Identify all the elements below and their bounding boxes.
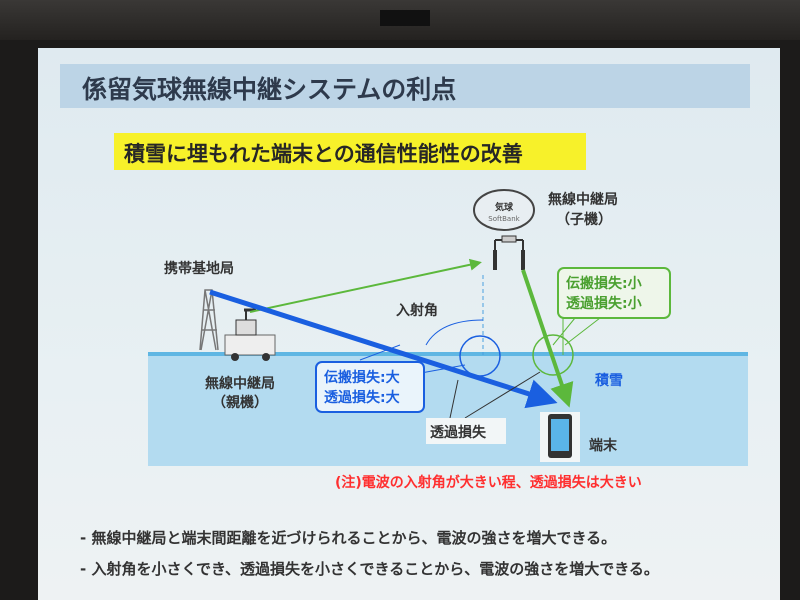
svg-text:透過損失:大: 透過損失:大: [324, 389, 400, 406]
base-station-label: 携帯基地局: [164, 260, 234, 277]
title-bar: [60, 64, 750, 108]
green-loss-callout: 伝搬損失:小 透過損失:小: [552, 267, 671, 346]
bullet-1: - 無線中継局と端末間距離を近づけられることから、電波の強さを増大できる。: [80, 529, 617, 547]
terminal-label: 端末: [589, 437, 618, 454]
angle-arc: [425, 319, 484, 346]
relay-truck-icon: [224, 308, 276, 361]
relay-child-label: 無線中継局: [548, 191, 618, 208]
blue-loss-circle: [459, 335, 501, 377]
slide-subtitle: 積雪に埋もれた端末との通信性能性の改善: [124, 142, 523, 166]
bullet-2: - 入射角を小さくでき、透過損失を小さくできることから、電波の強さを増大できる。: [80, 560, 659, 578]
svg-text:（親機）: （親機）: [212, 394, 268, 411]
svg-text:伝搬損失:小: 伝搬損失:小: [566, 275, 642, 292]
subtitle-highlight: [114, 133, 586, 170]
snow-layer: [148, 352, 748, 466]
balloon-to-terminal-ray: [521, 269, 574, 408]
projector-mount: [380, 10, 430, 26]
incidence-angle-label: 入射角: [396, 302, 438, 319]
parent-to-balloon-ray: [249, 258, 482, 313]
transmission-loss-label: 透過損失: [430, 424, 487, 441]
svg-text:透過損失:小: 透過損失:小: [566, 295, 642, 312]
snow-label: 積雪: [594, 372, 623, 389]
balloon-icon: 気球 SoftBank: [473, 189, 535, 270]
svg-text:気球: 気球: [495, 201, 514, 213]
smartphone-icon: [540, 412, 580, 462]
green-loss-circle: [532, 334, 574, 376]
loss-pointer: [449, 371, 541, 419]
note-text: (注)電波の入射角が大きい程、透過損失は大きい: [335, 475, 642, 491]
blue-loss-callout: 伝搬損失:大 透過損失:大: [315, 344, 466, 413]
relay-parent-label: 無線中継局: [205, 375, 275, 392]
svg-text:SoftBank: SoftBank: [488, 215, 520, 223]
base-station-direct-ray: [209, 289, 558, 409]
svg-text:伝搬損失:大: 伝搬損失:大: [324, 369, 400, 386]
svg-text:（子機）: （子機）: [556, 211, 612, 228]
slide-title: 係留気球無線中継システムの利点: [82, 75, 457, 104]
cell-tower-icon: [199, 289, 219, 351]
